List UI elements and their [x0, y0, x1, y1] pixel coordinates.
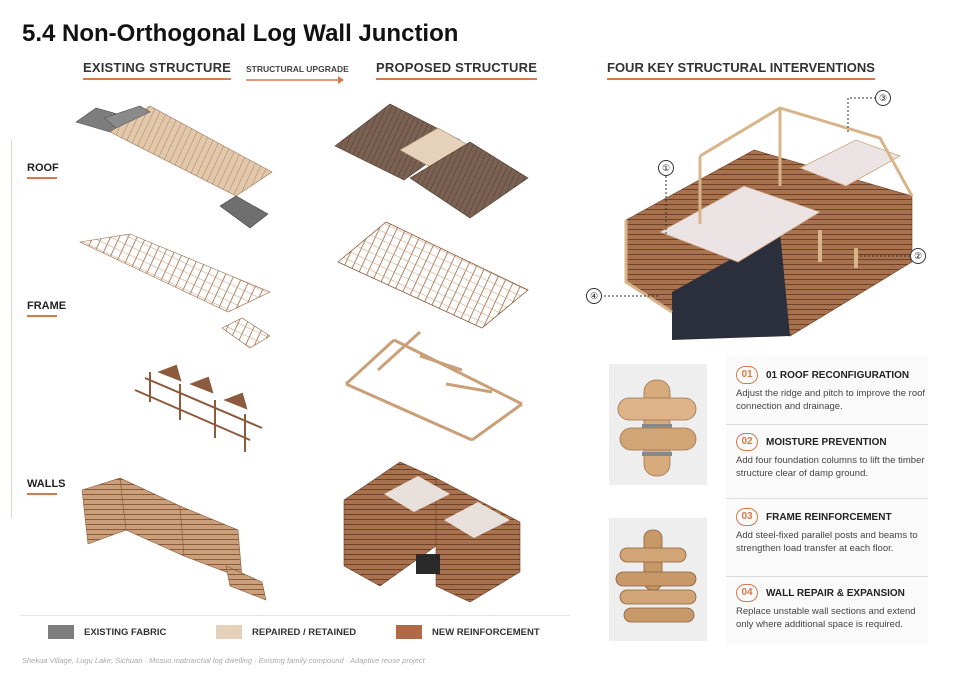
intervention-item-1: 01 01 ROOF RECONFIGURATION Adjust the ri…: [736, 366, 928, 413]
structural-upgrade-label: STRUCTURAL UPGRADE: [246, 64, 349, 74]
proposed-roof-drawing: [334, 103, 529, 219]
callout-3: ③: [875, 90, 891, 106]
intervention-number-badge: 03: [736, 508, 758, 526]
footer-caption: Shekua Village, Lugu Lake, Sichuan · Mos…: [22, 656, 425, 665]
existing-structure-heading: EXISTING STRUCTURE: [83, 60, 232, 80]
side-divider: [11, 140, 12, 518]
existing-walls-drawing: [81, 477, 267, 601]
cross-joint-photo: [609, 364, 707, 485]
item-divider: [726, 576, 928, 577]
legend-label: NEW REINFORCEMENT: [432, 626, 540, 638]
interventions-title: FOUR KEY STRUCTURAL INTERVENTIONS: [607, 60, 875, 75]
intervention-heading: 01 ROOF RECONFIGURATION: [766, 369, 910, 381]
legend-swatch: [216, 625, 242, 639]
intervention-heading: WALL REPAIR & EXPANSION: [766, 587, 905, 599]
legend-swatch: [48, 625, 74, 639]
proposed-walls-drawing: [343, 461, 521, 603]
intervention-item-3: 03 FRAME REINFORCEMENT Add steel-fixed p…: [736, 508, 928, 555]
legend-swatch: [396, 625, 422, 639]
callout-2: ②: [910, 248, 926, 264]
item-divider: [726, 498, 928, 499]
row-underline: [27, 493, 57, 495]
intervention-number-badge: 04: [736, 584, 758, 602]
row-label-frame: FRAME: [27, 300, 66, 317]
intervention-description: Add steel-fixed parallel posts and beams…: [736, 530, 918, 554]
intervention-heading: MOISTURE PREVENTION: [766, 436, 887, 448]
legend-label: REPAIRED / RETAINED: [252, 626, 357, 638]
intervention-item-2: 02 MOISTURE PREVENTION Add four foundati…: [736, 433, 928, 480]
legend-label: EXISTING FABRIC: [84, 626, 167, 638]
proposed-structure-label: PROPOSED STRUCTURE: [376, 60, 538, 75]
legend-item-new: NEW REINFORCEMENT: [396, 624, 540, 640]
intervention-heading: FRAME REINFORCEMENT: [766, 511, 892, 523]
row-label-frame-text: FRAME: [27, 300, 67, 312]
upgrade-arrow-icon: [246, 76, 344, 84]
intervention-description: Adjust the ridge and pitch to improve th…: [736, 388, 926, 412]
interventions-panel: [726, 355, 928, 645]
callout-1: ①: [658, 160, 674, 176]
legend-item-repaired: REPAIRED / RETAINED: [216, 624, 356, 640]
item-divider: [726, 424, 928, 425]
row-underline: [27, 315, 57, 317]
intervention-axonometric-drawing: [624, 106, 914, 340]
existing-frame-drawing: [78, 233, 271, 349]
intervention-description: Add four foundation columns to lift the …: [736, 455, 925, 479]
log-stack-photo: [609, 518, 707, 641]
existing-roof-drawing: [75, 105, 273, 229]
callout-4: ④: [586, 288, 602, 304]
legend-divider: [20, 615, 570, 616]
row-label-roof: ROOF: [27, 162, 59, 179]
existing-post-beam-drawing: [134, 364, 263, 452]
callout-leaders: [600, 97, 910, 297]
interventions-heading: FOUR KEY STRUCTURAL INTERVENTIONS: [607, 60, 875, 80]
proposed-structure-heading: PROPOSED STRUCTURE: [376, 60, 538, 80]
legend-item-existing: EXISTING FABRIC: [48, 624, 166, 640]
row-label-walls-text: WALLS: [27, 478, 66, 490]
row-label-walls: WALLS: [27, 478, 66, 495]
row-label-roof-text: ROOF: [27, 162, 59, 174]
intervention-number-badge: 01: [736, 366, 758, 384]
proposed-frame-drawing: [337, 221, 529, 329]
page-title: 5.4 Non-Orthogonal Log Wall Junction: [22, 20, 459, 47]
intervention-description: Replace unstable wall sections and exten…: [736, 606, 916, 630]
heading-underline: [376, 78, 538, 80]
intervention-item-4: 04 WALL REPAIR & EXPANSION Replace unsta…: [736, 584, 928, 631]
row-underline: [27, 177, 57, 179]
intervention-number-badge: 02: [736, 433, 758, 451]
proposed-post-beam-drawing: [344, 330, 523, 442]
existing-structure-label: EXISTING STRUCTURE: [83, 60, 232, 75]
heading-underline: [607, 78, 875, 80]
heading-underline: [83, 78, 232, 80]
